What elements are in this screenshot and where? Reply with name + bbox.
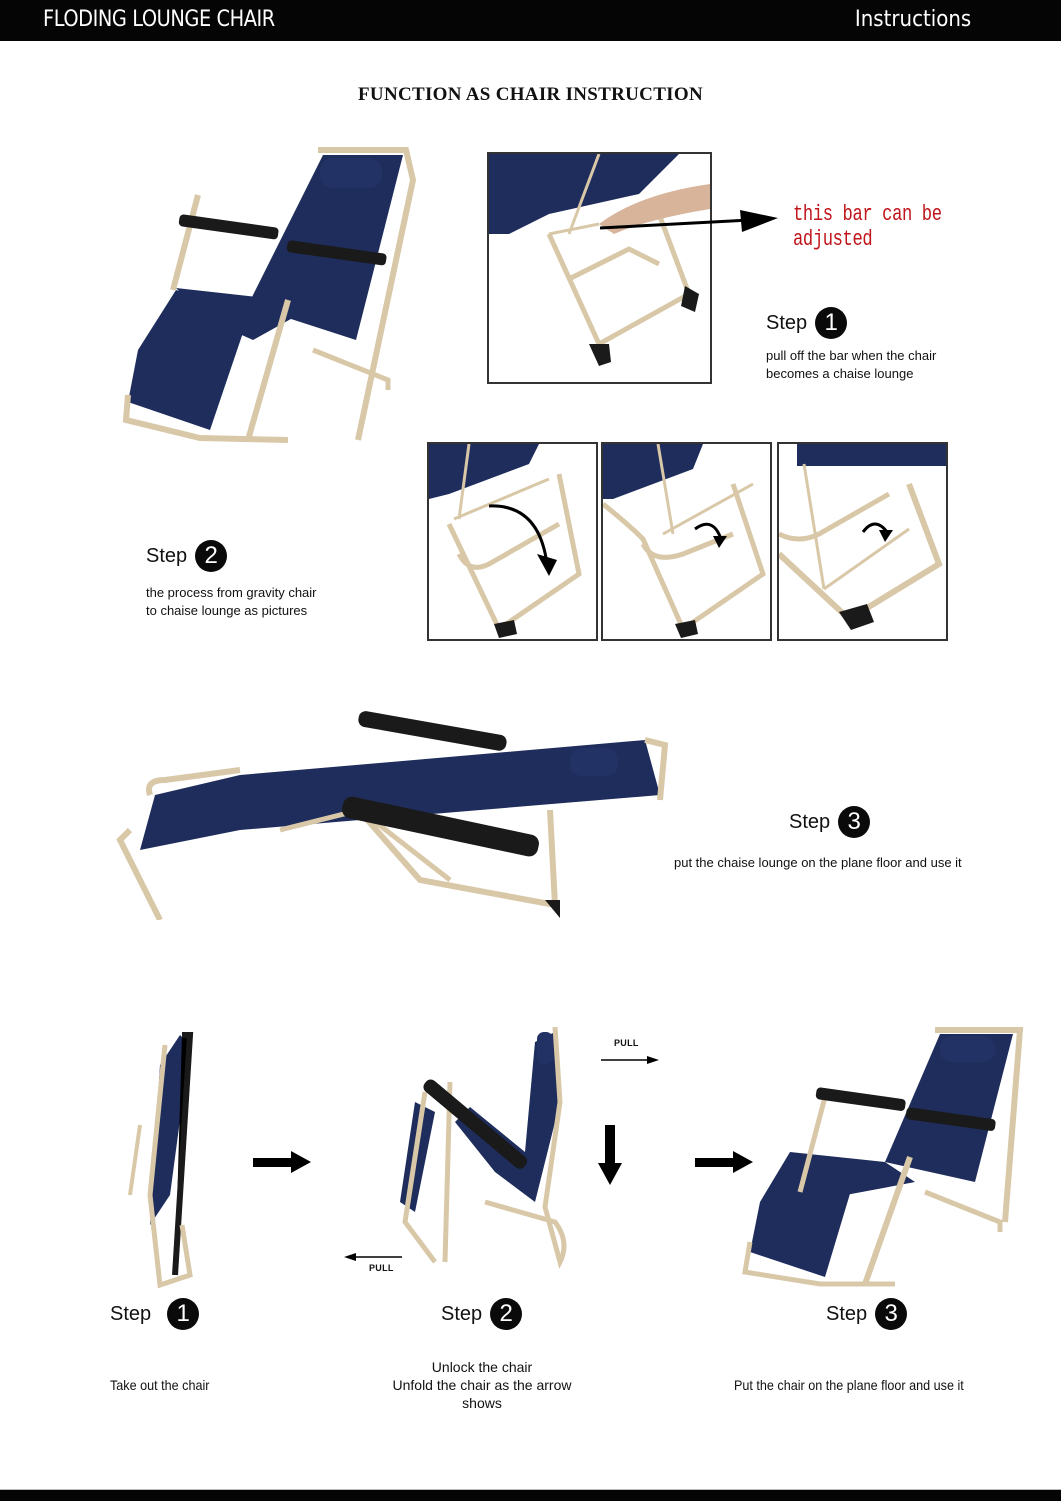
bar-adjust-annotation: this bar can be adjusted — [793, 202, 942, 252]
chaise-step-2: Step 2 the process from gravity chair to… — [146, 540, 317, 620]
step-number-badge: 2 — [490, 1298, 523, 1330]
unfold-step-2: Step 2 — [441, 1298, 523, 1330]
step-number-badge: 1 — [167, 1298, 200, 1330]
step-description-line: Put the chair on the plane floor and use… — [734, 1377, 964, 1393]
sequence-photo-1 — [427, 442, 598, 641]
step-description-line: Unlock the chair — [431, 1359, 533, 1375]
unfolding-chair-photo — [395, 1022, 605, 1272]
pull-arrow-right-icon — [601, 1052, 661, 1064]
step-description-line: put the chaise lounge on the plane floor… — [674, 855, 962, 870]
step-number-badge: 3 — [875, 1298, 908, 1330]
chaise-step-3: Step 3 — [789, 806, 871, 838]
chaise-lounge-photo — [100, 700, 680, 922]
step-label: Step — [146, 544, 188, 567]
step-description-line: pull off the bar when the chair — [766, 348, 937, 363]
step-description-line: becomes a chaise lounge — [766, 366, 914, 381]
step-label: Step — [826, 1302, 868, 1325]
document-title: FUNCTION AS CHAIR INSTRUCTION — [358, 84, 703, 105]
step-label: Step — [766, 311, 808, 334]
step-description-line: Take out the chair — [110, 1377, 210, 1393]
step-number-badge: 1 — [815, 307, 848, 339]
section-label: Instructions — [854, 7, 971, 32]
bar-adjust-photo — [487, 152, 712, 384]
step-label: Step — [441, 1302, 483, 1325]
step-description-line: to chaise lounge as pictures — [146, 603, 308, 618]
arrow-right-icon — [695, 1151, 755, 1173]
pull-label-left: PULL — [369, 1263, 394, 1273]
pull-arrow-left-icon — [342, 1249, 402, 1261]
unfold-step-3: Step 3 — [826, 1298, 908, 1330]
step-description-line: Unfold the chair as the arrow shows — [392, 1377, 572, 1411]
unfolded-chair-photo — [735, 1022, 1025, 1287]
sequence-photo-2 — [601, 442, 772, 641]
sequence-photo-3 — [777, 442, 948, 641]
step-label: Step — [110, 1302, 152, 1325]
gravity-chair-photo — [88, 140, 418, 450]
folded-chair-photo — [120, 1025, 200, 1290]
step-description-line: the process from gravity chair — [146, 585, 317, 600]
chaise-step-1: Step 1 pull off the bar when the chair b… — [766, 307, 936, 383]
header-bar: FLODING LOUNGE CHAIR Instructions — [0, 0, 1061, 41]
unfold-step-1: Step 1 — [110, 1298, 200, 1330]
step-label: Step — [789, 810, 831, 833]
pull-label-right: PULL — [614, 1038, 639, 1048]
step-number-badge: 2 — [195, 540, 228, 572]
unfold-step-2-description: Unlock the chair Unfold the chair as the… — [380, 1358, 584, 1412]
step-number-badge: 3 — [838, 806, 871, 838]
product-title: FLODING LOUNGE CHAIR — [43, 7, 275, 32]
footer-bar — [0, 1489, 1061, 1501]
arrow-down-icon — [598, 1125, 622, 1185]
annotation-arrow-icon — [599, 208, 780, 238]
arrow-right-icon — [253, 1151, 313, 1173]
